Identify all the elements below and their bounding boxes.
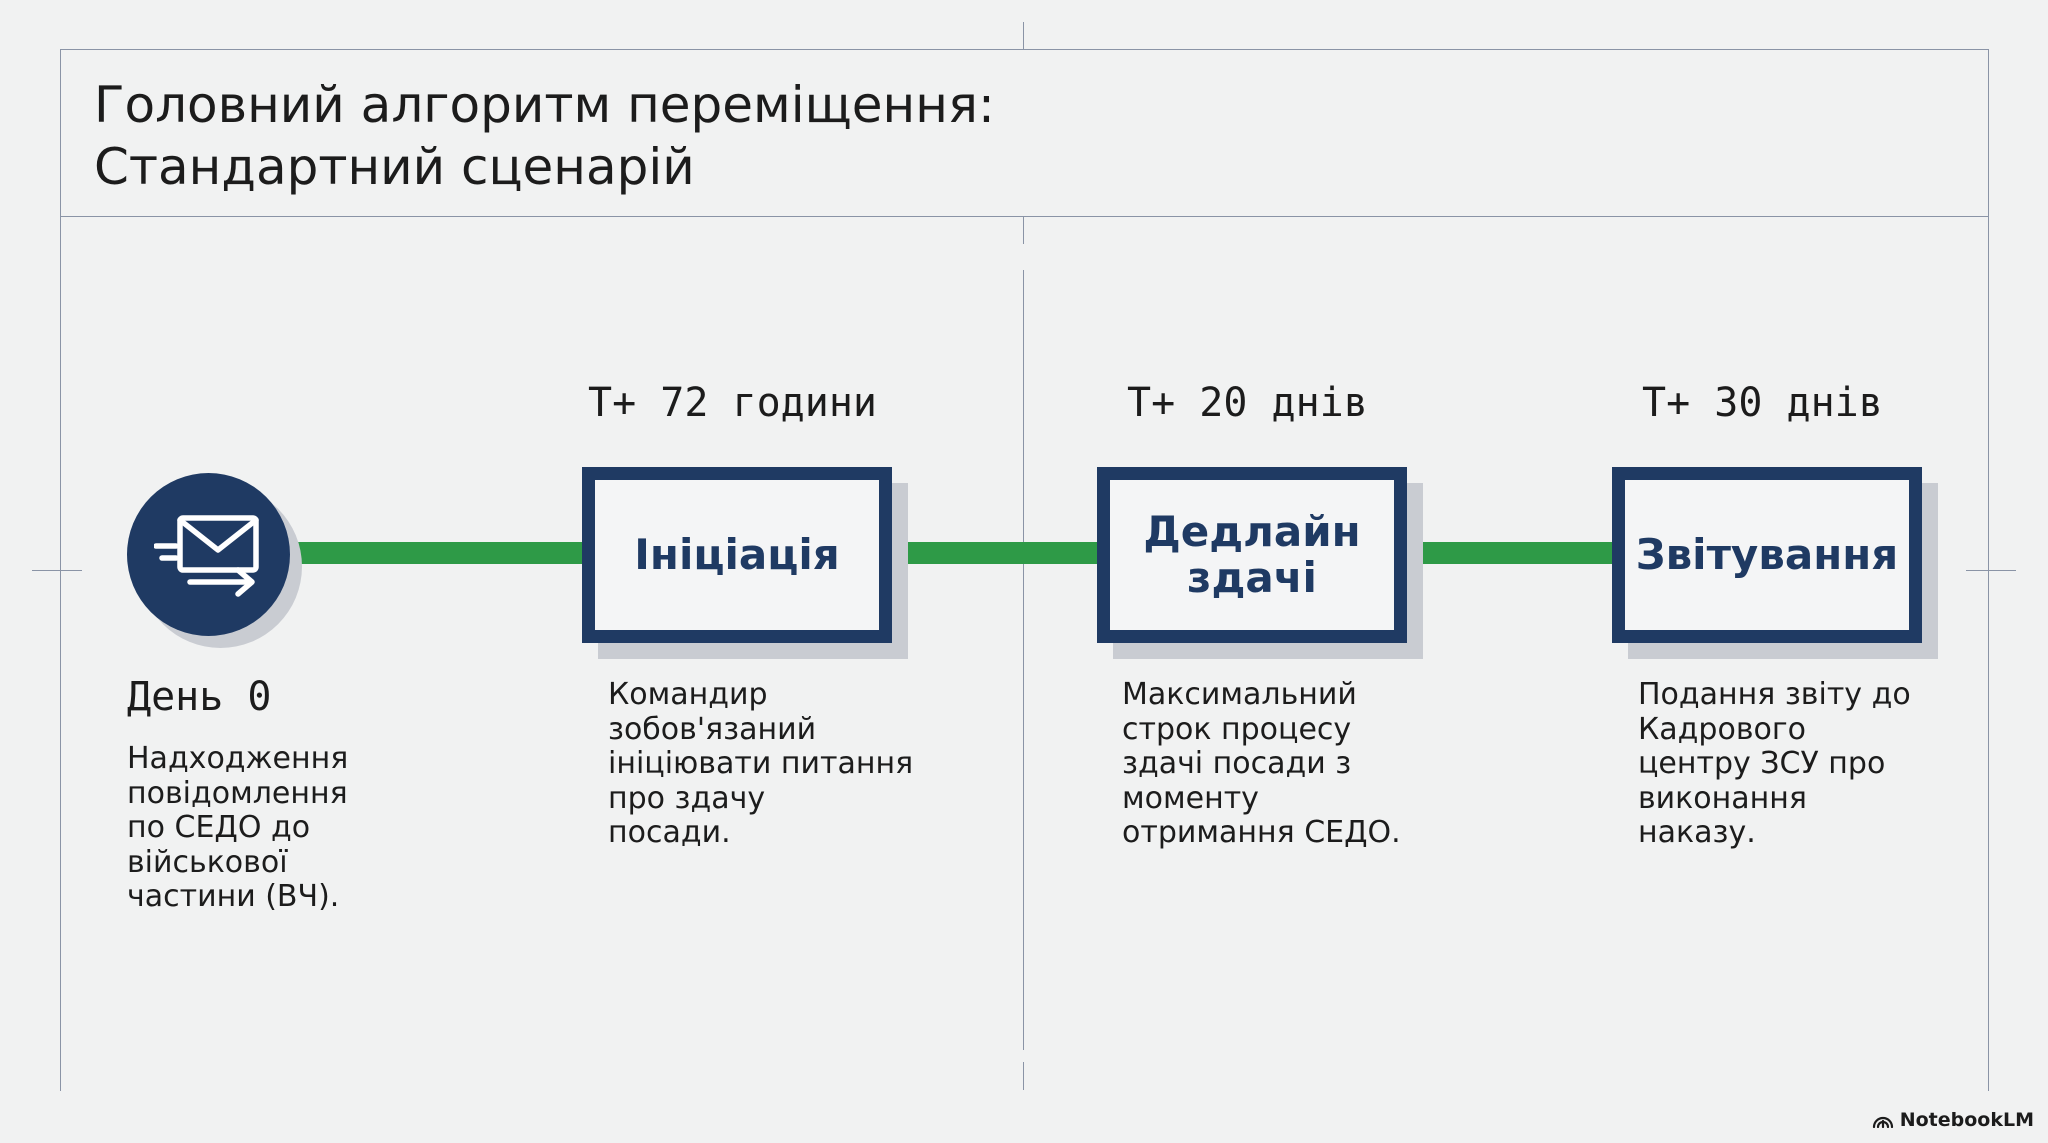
page-title: Головний алгоритм переміщення: Стандартн…: [94, 74, 995, 198]
desc-line: Кадрового: [1638, 711, 1806, 747]
connector-deadline-to-reporting: [1406, 542, 1616, 564]
desc-line: повідомлення: [127, 775, 348, 811]
start-label: День 0: [127, 674, 272, 720]
step-deadline-box: Дедлайн здачі: [1097, 467, 1407, 643]
brand-label: NotebookLM: [1899, 1109, 2034, 1131]
desc-line: про здачу: [608, 780, 766, 816]
connector-initiation-to-deadline: [890, 542, 1106, 564]
desc-line: виконання: [1638, 780, 1807, 816]
desc-line: частини (ВЧ).: [127, 879, 340, 914]
center-guide-top: [1023, 22, 1024, 49]
desc-line: Максимальний: [1122, 677, 1357, 712]
right-tick: [1966, 570, 2016, 571]
desc-line: по СЕДО до: [127, 810, 311, 845]
step-initiation-timing: T+ 72 години: [588, 380, 877, 426]
desc-line: здачі посади з: [1122, 746, 1352, 781]
step-reporting-description: Подання звіту до Кадрового центру ЗСУ пр…: [1638, 677, 1911, 851]
brand-watermark: NotebookLM: [1872, 1108, 2034, 1132]
desc-line: військової: [127, 844, 288, 880]
desc-line: Подання звіту до: [1638, 677, 1911, 712]
desc-line: Командир: [608, 677, 768, 712]
step-initiation-box: Ініціація: [582, 467, 892, 643]
desc-line: моменту: [1122, 780, 1259, 816]
step-deadline-title-line-1: Дедлайн: [1143, 507, 1361, 556]
step-deadline-timing: T+ 20 днів: [1127, 380, 1368, 426]
header-divider: [60, 216, 1989, 217]
step-deadline-title-line-2: здачі: [1187, 553, 1317, 602]
center-guide-main: [1023, 270, 1024, 1050]
notebooklm-logo-icon: [1872, 1116, 1893, 1128]
connector-start-to-initiation: [280, 542, 590, 564]
step-reporting-box: Звітування: [1612, 467, 1922, 643]
title-line-2: Стандартний сценарій: [94, 138, 695, 196]
desc-line: центру ЗСУ про: [1638, 746, 1886, 781]
step-reporting-timing: T+ 30 днів: [1642, 380, 1883, 426]
start-node: [127, 473, 290, 636]
center-guide-bottom: [1023, 1062, 1024, 1090]
desc-line: ініціювати питання: [608, 746, 914, 781]
desc-line: наказу.: [1638, 815, 1756, 850]
step-reporting-title: Звітування: [1635, 530, 1899, 579]
title-line-1: Головний алгоритм переміщення:: [94, 76, 995, 134]
start-description: Надходження повідомлення по СЕДО до війс…: [127, 741, 349, 915]
frame-top-line: [60, 49, 1989, 50]
desc-line: зобов'язаний: [608, 711, 817, 747]
step-deadline-description: Максимальний строк процесу здачі посади …: [1122, 677, 1401, 851]
desc-line: строк процесу: [1122, 711, 1352, 747]
mail-arrow-icon: [153, 514, 259, 597]
center-guide-header: [1023, 216, 1024, 244]
desc-line: Надходження: [127, 741, 349, 776]
step-initiation-description: Командир зобов'язаний ініціювати питання…: [608, 677, 914, 851]
step-initiation-title: Ініціація: [634, 530, 840, 579]
left-tick: [32, 570, 82, 571]
desc-line: посади.: [608, 815, 731, 850]
desc-line: отримання СЕДО.: [1122, 815, 1401, 850]
